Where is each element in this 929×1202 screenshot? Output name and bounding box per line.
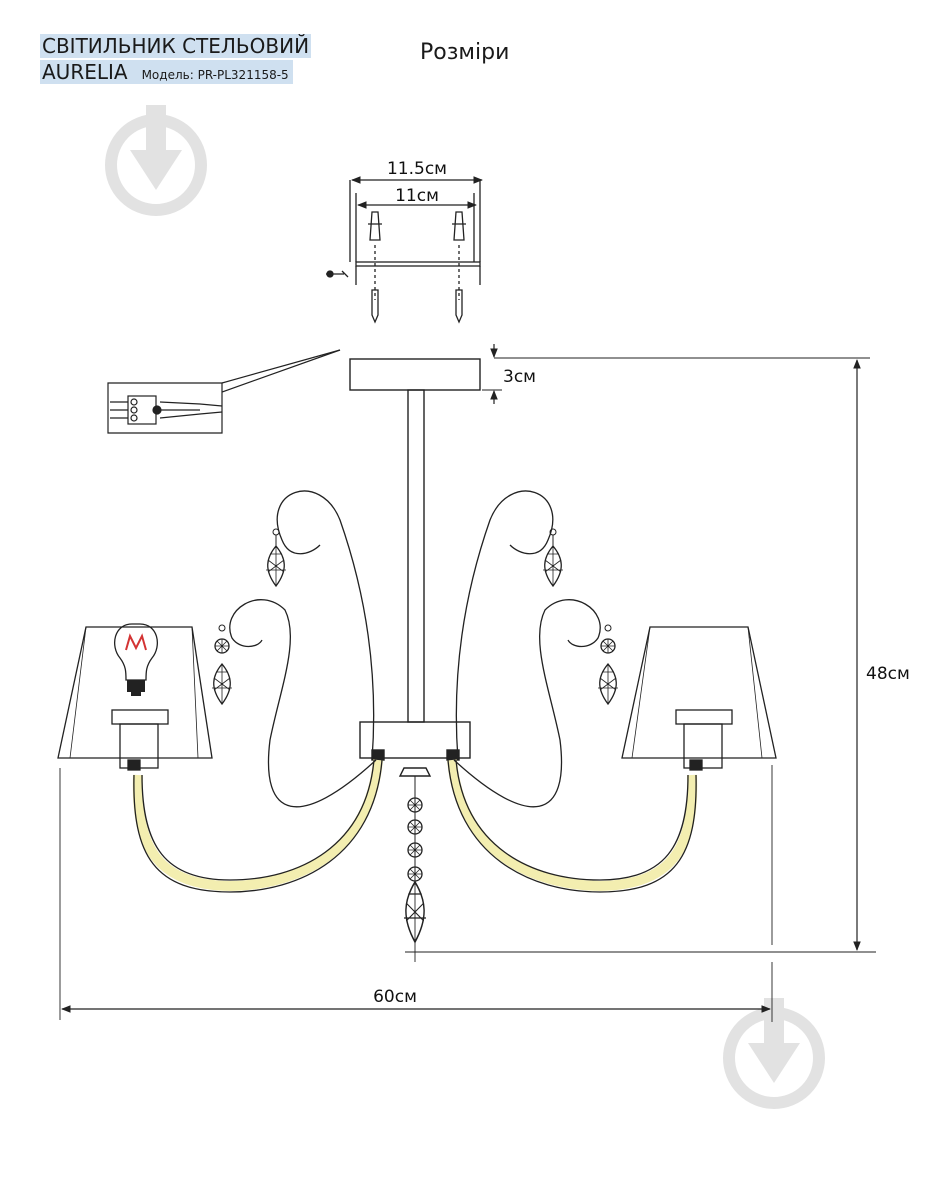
right-arm-assembly [447, 490, 698, 893]
left-crystals [211, 528, 287, 705]
dim-total-width: 60см [59, 765, 773, 1022]
terminal-block-callout [107, 349, 341, 434]
watermark-bottom-right-icon [723, 998, 825, 1109]
model-code: PR-PL321158-5 [197, 68, 289, 82]
dim-total-height: 48см [405, 359, 910, 962]
dim-canopy-height-label: 3см [503, 367, 536, 387]
page-title: Розміри [420, 40, 510, 65]
bulb-icon [114, 623, 158, 696]
watermark-top-left-icon [105, 105, 207, 216]
dim-mount-inner: 11см [357, 186, 477, 209]
dim-total-width-label: 60см [373, 987, 417, 1007]
right-lamp-shade [621, 626, 777, 771]
ceiling-canopy [349, 358, 481, 391]
product-type-label: СВІТИЛЬНИК СТЕЛЬОВИЙ [40, 34, 312, 58]
center-rod [359, 389, 471, 777]
model-label: Модель: [141, 68, 194, 82]
dim-mount-outer: 11.5см [351, 159, 483, 184]
left-lamp-shade [57, 626, 213, 771]
left-arm-assembly [132, 490, 383, 893]
product-name: AURELIA [42, 60, 128, 84]
dim-mount-inner-label: 11см [395, 186, 439, 206]
model-info: Модель: PR-PL321158-5 [142, 68, 289, 82]
dim-canopy-height: 3см [482, 344, 870, 404]
product-header: СВІТИЛЬНИК СТЕЛЬОВИЙ AURELIA Модель: PR-… [40, 34, 312, 84]
dim-mount-outer-label: 11.5см [387, 159, 447, 179]
dim-total-height-label: 48см [866, 664, 910, 684]
mounting-bracket [326, 180, 481, 324]
right-crystals [542, 528, 619, 705]
center-pendant-crystals [403, 776, 427, 943]
product-name-row: AURELIA Модель: PR-PL321158-5 [40, 60, 293, 84]
